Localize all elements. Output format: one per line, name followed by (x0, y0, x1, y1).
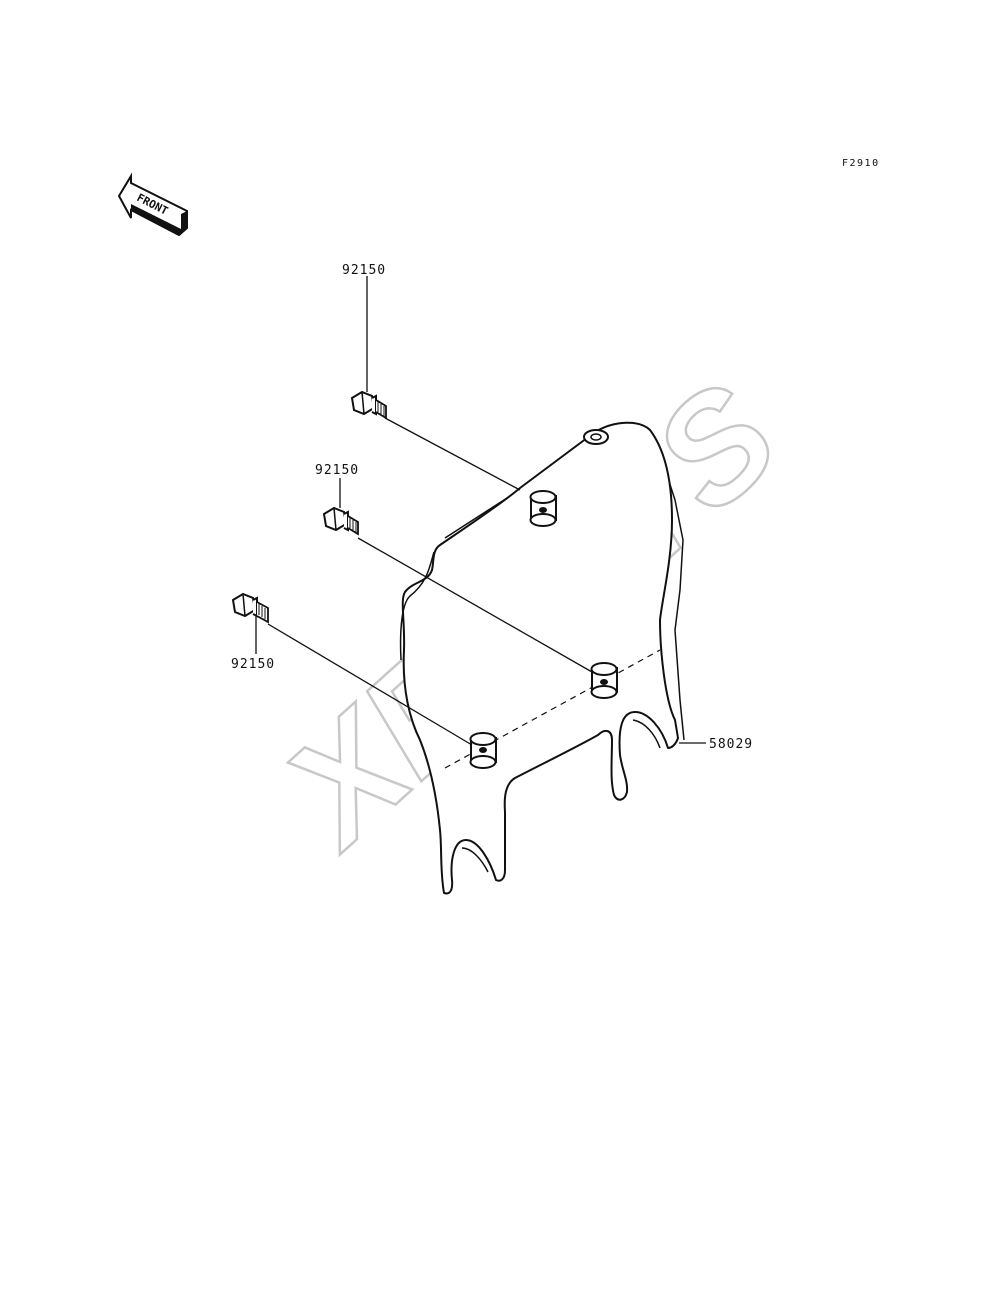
bolt-top (350, 390, 387, 420)
figure-code: F2910 (842, 158, 880, 169)
callout-bolt-lower: 92150 (231, 657, 275, 672)
guard-plate (399, 421, 685, 895)
bolt-lower (231, 592, 269, 624)
callout-guard: 58029 (709, 737, 753, 752)
callout-bolt-middle: 92150 (315, 463, 359, 478)
collar-lower (469, 732, 497, 769)
front-direction-arrow-icon: FRONT (117, 172, 188, 237)
collar-middle (590, 662, 618, 699)
bolt-middle (322, 506, 359, 536)
collar-upper (529, 490, 557, 527)
callout-bolt-top: 92150 (342, 263, 386, 278)
